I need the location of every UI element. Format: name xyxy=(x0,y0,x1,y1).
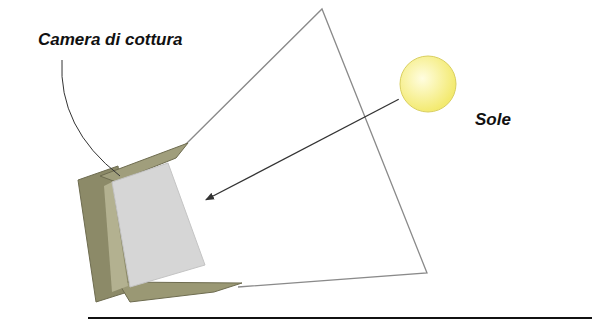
ground-line xyxy=(88,317,592,319)
light-ray-arrow xyxy=(206,99,399,200)
cooking-chamber: Camera di cottura xyxy=(112,162,205,287)
part-label: Camera di cottura xyxy=(38,30,183,50)
sun-label: Sole xyxy=(475,110,511,130)
chamber-panel xyxy=(112,163,205,287)
sun-disc: Sole xyxy=(399,55,457,113)
leader-line xyxy=(62,60,120,176)
reflector-outline xyxy=(183,9,427,287)
sun-circle xyxy=(400,56,456,112)
sun-disc-outline xyxy=(399,55,457,113)
cooking-chamber-outline xyxy=(112,162,205,287)
